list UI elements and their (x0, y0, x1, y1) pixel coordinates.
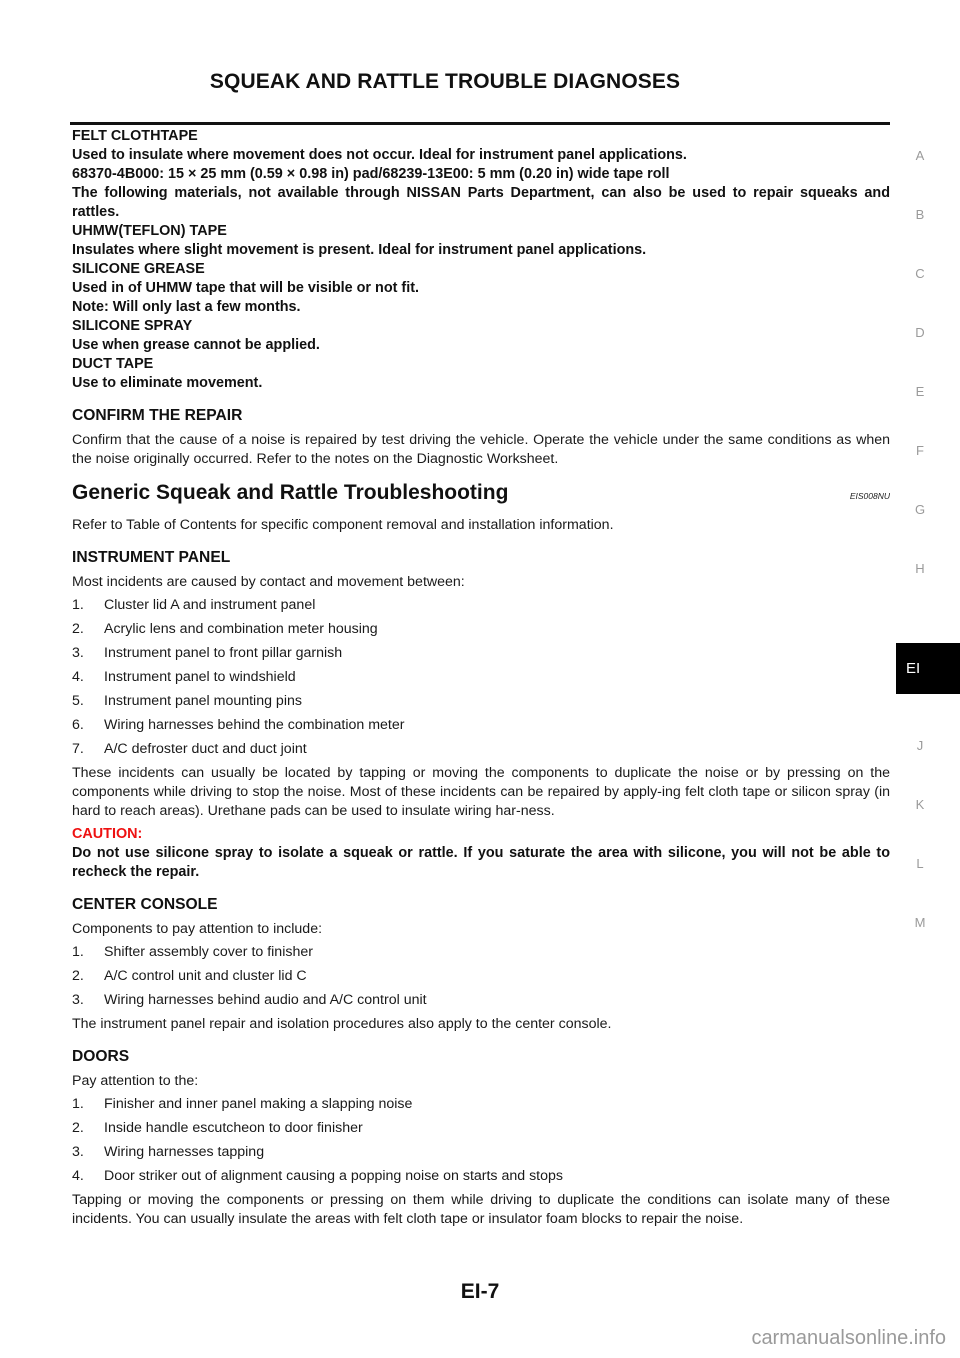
center-console-list: 1.Shifter assembly cover to finisher 2.A… (72, 943, 890, 1010)
material-heading: UHMW(TEFLON) TAPE (72, 223, 227, 239)
side-index-d[interactable]: D (915, 325, 925, 340)
doors-list: 1.Finisher and inner panel making a slap… (72, 1095, 890, 1186)
list-item: 6.Wiring harnesses behind the combinatio… (72, 717, 405, 733)
list-item: 3.Wiring harnesses tapping (72, 1144, 265, 1160)
material-text: Insulates where slight movement is prese… (72, 242, 647, 258)
material-text: Note: Will only last a few months. (72, 299, 301, 315)
list-item: 4.Instrument panel to windshield (72, 669, 296, 685)
section-title-generic: Generic Squeak and Rattle Troubleshootin… (72, 481, 890, 508)
watermark: carmanualsonline.info (751, 1327, 946, 1349)
material-heading: SILICONE GREASE (72, 261, 205, 277)
side-index-k[interactable]: K (915, 797, 925, 812)
material-heading: DUCT TAPE (72, 356, 154, 372)
doors-intro: Pay attention to the: (72, 1073, 199, 1089)
instrument-panel-intro: Most incidents are caused by contact and… (72, 574, 465, 590)
center-console-intro: Components to pay attention to include: (72, 921, 323, 937)
material-text: Used in of UHMW tape that will be visibl… (72, 280, 419, 296)
list-item: 1.Finisher and inner panel making a slap… (72, 1096, 413, 1112)
instrument-panel-list: 1.Cluster lid A and instrument panel 2.A… (72, 596, 890, 759)
material-heading: FELT CLOTHTAPE (72, 128, 198, 144)
section-heading-confirm: CONFIRM THE REPAIR (72, 407, 243, 424)
side-index-l[interactable]: L (916, 856, 924, 871)
material-text: The following materials, not available t… (72, 185, 890, 220)
list-item: 3.Wiring harnesses behind audio and A/C … (72, 992, 427, 1008)
material-text: Used to insulate where movement does not… (72, 147, 687, 163)
caution-label: CAUTION: (72, 826, 143, 842)
material-heading: SILICONE SPRAY (72, 318, 193, 334)
side-index-a[interactable]: A (915, 148, 925, 163)
list-item: 2.Inside handle escutcheon to door finis… (72, 1120, 363, 1136)
side-index-m[interactable]: M (914, 915, 926, 930)
page-number: EI-7 (460, 1280, 500, 1303)
list-item: 2.A/C control unit and cluster lid C (72, 968, 307, 984)
section-heading-instrument-panel: INSTRUMENT PANEL (72, 549, 231, 566)
side-index-h[interactable]: H (915, 561, 925, 576)
material-text: Use when grease cannot be applied. (72, 337, 320, 353)
confirm-text: Confirm that the cause of a noise is rep… (72, 432, 890, 467)
instrument-panel-after: These incidents can usually be located b… (72, 765, 890, 819)
list-item: 7.A/C defroster duct and duct joint (72, 741, 307, 757)
list-item: 4.Door striker out of alignment causing … (72, 1168, 563, 1184)
section-heading-doors: DOORS (72, 1048, 130, 1065)
side-index-e[interactable]: E (915, 384, 925, 399)
side-index-b[interactable]: B (915, 207, 925, 222)
list-item: 2.Acrylic lens and combination meter hou… (72, 621, 378, 637)
side-index-j[interactable]: J (916, 738, 924, 753)
material-text: 68370-4B000: 15 × 25 mm (0.59 × 0.98 in)… (72, 166, 670, 182)
page-content: FELT CLOTHTAPE Used to insulate where mo… (72, 127, 890, 1233)
materials-block: FELT CLOTHTAPE Used to insulate where mo… (72, 127, 890, 393)
side-index-g[interactable]: G (914, 502, 926, 517)
list-item: 3.Instrument panel to front pillar garni… (72, 645, 343, 661)
list-item: 5.Instrument panel mounting pins (72, 693, 302, 709)
side-index-c[interactable]: C (915, 266, 925, 281)
section-heading-center-console: CENTER CONSOLE (72, 896, 218, 913)
title-divider (70, 122, 890, 125)
material-text: Use to eliminate movement. (72, 375, 263, 391)
list-item: 1.Shifter assembly cover to finisher (72, 944, 313, 960)
page-title: SQUEAK AND RATTLE TROUBLE DIAGNOSES (209, 70, 681, 93)
center-console-after: The instrument panel repair and isolatio… (72, 1016, 612, 1032)
side-index-f[interactable]: F (916, 443, 924, 458)
caution-text: Do not use silicone spray to isolate a s… (72, 845, 890, 880)
section-code: EIS008NU (849, 491, 890, 501)
generic-intro: Refer to Table of Contents for specific … (72, 517, 614, 533)
list-item: 1.Cluster lid A and instrument panel (72, 597, 316, 613)
doors-after: Tapping or moving the components or pres… (72, 1192, 890, 1227)
generic-heading: Generic Squeak and Rattle Troubleshootin… (72, 481, 509, 504)
side-index-ei-active[interactable]: EI (896, 643, 960, 694)
